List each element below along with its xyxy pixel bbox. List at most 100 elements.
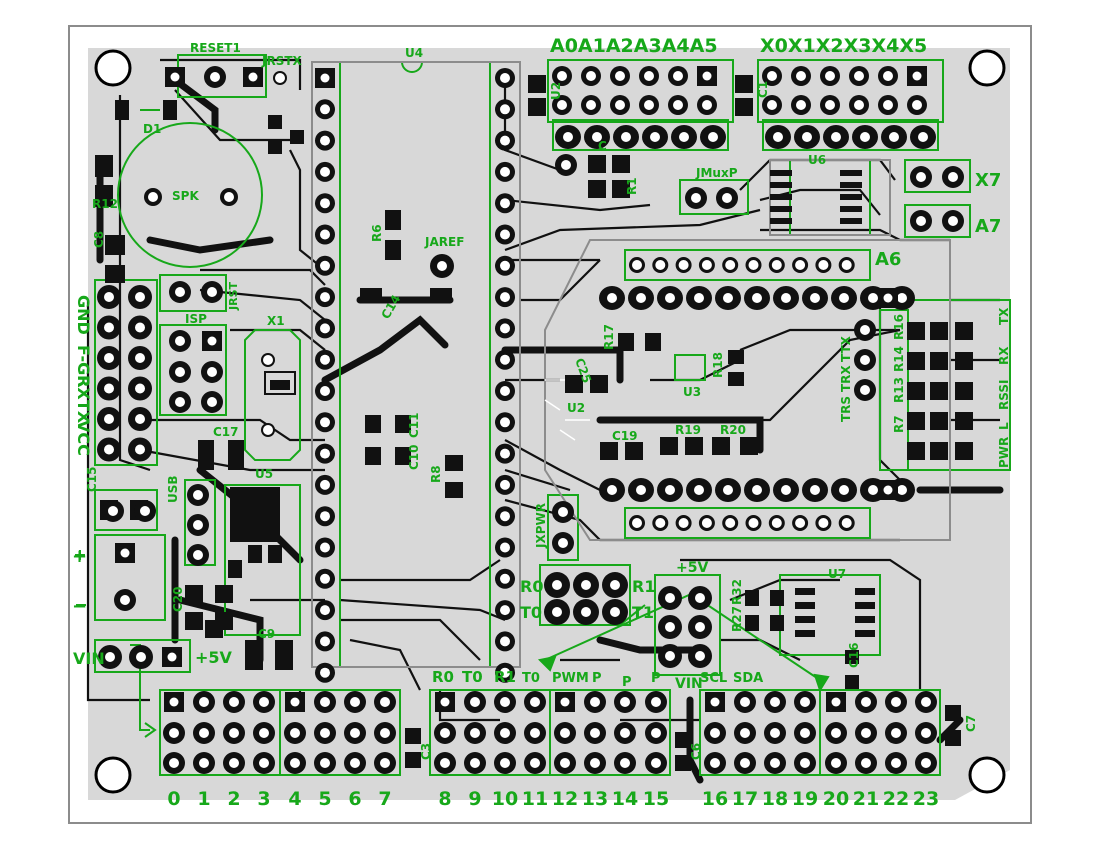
r32-label: R32	[730, 579, 744, 605]
pad-drill-hole	[802, 132, 812, 142]
pad-drill-hole	[767, 100, 777, 110]
pad-drill-hole	[500, 479, 510, 490]
pad-drill-hole	[678, 260, 689, 270]
vin-mid-label: VIN	[675, 676, 703, 692]
pad-drill-hole	[320, 73, 330, 83]
pad-drill-hole	[229, 728, 239, 738]
pad-drill-hole	[320, 386, 330, 396]
pad-drill-hole	[104, 444, 114, 455]
c7-label: C7	[964, 715, 978, 732]
r0-label: R0	[520, 577, 543, 596]
pad-drill-hole	[897, 293, 907, 303]
pad-drill-hole	[831, 728, 841, 738]
pad-drill-hole	[199, 697, 209, 707]
pad-drill-hole	[897, 485, 907, 495]
pad-drill-hole	[868, 485, 878, 495]
c-comp-label: C	[598, 139, 607, 153]
pad-drill-hole	[912, 100, 922, 110]
pad-drill-hole	[948, 172, 958, 182]
pad-drill-hole	[500, 758, 510, 768]
pad-drill-hole	[810, 293, 820, 303]
pad-drill-hole	[586, 100, 596, 110]
pad-drill-hole	[175, 397, 185, 407]
pad-drill-hole	[748, 518, 759, 528]
pad-drill-hole	[854, 100, 864, 110]
u4-label: U4	[405, 46, 423, 60]
pad-drill-hole	[861, 758, 871, 768]
pad-drill-hole	[665, 485, 675, 495]
pad-drill-hole	[320, 448, 330, 459]
pad-drill-hole	[691, 193, 701, 203]
pad-drill-hole	[800, 697, 810, 707]
pad-drill-hole	[673, 71, 683, 81]
pad-drill-hole	[781, 485, 791, 495]
pad-drill-hole	[248, 72, 258, 82]
pad-drill-hole	[636, 293, 646, 303]
pad-drill-hole	[702, 71, 712, 81]
pad-drill-hole	[912, 71, 922, 81]
pad-drill-hole	[883, 71, 893, 81]
r13-label: R13	[892, 377, 906, 403]
x1-label: X1	[267, 314, 285, 328]
pad-drill-hole	[632, 260, 642, 270]
p-label: P	[592, 671, 602, 686]
digital-pin-label: 12	[552, 788, 578, 810]
r19-label: R19	[675, 423, 701, 437]
pad-highlights	[544, 379, 590, 441]
pad-drill-hole	[108, 506, 118, 516]
radio-rssi-label: RSSI	[997, 380, 1011, 410]
pad-drill-hole	[500, 323, 510, 334]
pad-drill-hole	[615, 71, 625, 81]
pad-drill-hole	[175, 367, 185, 377]
pad-drill-hole	[350, 728, 360, 738]
c15-label: C15	[85, 466, 99, 492]
pad-drill-hole	[169, 697, 179, 707]
pad-drill-hole	[380, 728, 390, 738]
pad-drill-hole	[586, 71, 596, 81]
pad-drill-hole	[921, 728, 931, 738]
pad-drill-hole	[800, 758, 810, 768]
pad-drill-hole	[795, 260, 806, 270]
mounting-hole	[94, 49, 132, 87]
pad-drill-hole	[500, 135, 510, 146]
u2b-label: U2	[567, 401, 585, 415]
pwm-label: PWM	[552, 671, 589, 686]
rx-left-label: RX	[74, 375, 93, 400]
spk-label: SPK	[172, 189, 199, 203]
pad-drill-hole	[773, 132, 783, 142]
pad-drill-hole	[748, 260, 759, 270]
pad-drill-hole	[818, 518, 829, 528]
pad-drill-hole	[665, 593, 675, 603]
pad-drill-hole	[148, 192, 158, 202]
pad-drill-hole	[104, 322, 114, 333]
pad-drill-hole	[651, 758, 661, 768]
pad-drill-hole	[651, 697, 661, 707]
header-label-x7: X7	[975, 170, 1001, 191]
pad-drill-hole	[169, 728, 179, 738]
pad-drill-hole	[831, 697, 841, 707]
pad-drill-hole	[557, 71, 567, 81]
pad-drill-hole	[199, 728, 209, 738]
pad-drill-hole	[620, 697, 630, 707]
pad-drill-hole	[710, 758, 720, 768]
pad-drill-hole	[259, 697, 269, 707]
pad-drill-hole	[290, 728, 300, 738]
jrst-label: JRST	[227, 282, 240, 311]
pad-drill-hole	[380, 697, 390, 707]
pad-drill-hole	[290, 758, 300, 768]
pad-drill-hole	[500, 542, 510, 553]
pad-drill-hole	[883, 100, 893, 110]
pad-drill-hole	[207, 336, 217, 346]
pad-drill-hole	[500, 354, 510, 365]
pad-drill-hole	[916, 172, 926, 182]
c9-label: C9	[258, 627, 275, 641]
pad-drill-hole	[590, 728, 600, 738]
pad-drill-hole	[320, 135, 330, 146]
pad-drill-hole	[839, 293, 849, 303]
digital-pin-label: 0	[167, 788, 180, 810]
pad-drill-hole	[678, 518, 689, 528]
pad-drill-hole	[500, 573, 510, 584]
pad-drill-hole	[948, 216, 958, 226]
r14-label: R14	[892, 346, 906, 372]
pad-drill-hole	[275, 73, 285, 83]
